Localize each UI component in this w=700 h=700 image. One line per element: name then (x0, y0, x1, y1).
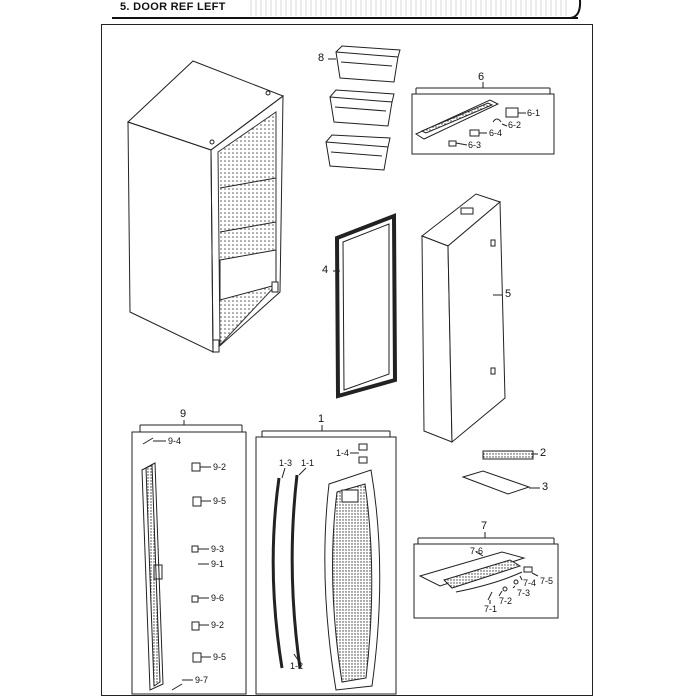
door-gasket (334, 213, 398, 399)
callout-7-1: 7-1 (484, 604, 498, 614)
callout-9-7: 9-7 (195, 675, 209, 685)
callout-6: 6 (478, 71, 485, 83)
door-panel (420, 193, 506, 444)
group-1-box (255, 425, 397, 695)
group-7-box (413, 532, 559, 619)
door-bins (325, 45, 401, 171)
callout-8: 8 (318, 52, 325, 64)
callout-9-1: 9-1 (211, 559, 225, 569)
callout-9-6: 9-6 (211, 593, 225, 603)
callout-7-4: 7-4 (523, 578, 537, 588)
callout-6-4: 6-4 (489, 128, 503, 138)
callout-1-3: 1-3 (279, 458, 293, 468)
callout-3: 3 (542, 481, 549, 493)
callout-1-2: 1-2 (290, 661, 304, 671)
callout-9: 9 (180, 408, 187, 420)
callout-7-5: 7-5 (540, 576, 554, 586)
callout-1-1: 1-1 (301, 458, 315, 468)
callout-9-2-lower: 9-2 (211, 620, 225, 630)
callout-7: 7 (481, 520, 488, 532)
callout-4: 4 (322, 264, 329, 276)
header-curl (570, 0, 582, 19)
callout-7-6: 7-6 (470, 546, 484, 556)
page-header: 5. DOOR REF LEFT (0, 0, 700, 22)
callout-7-2: 7-2 (499, 596, 513, 606)
header-rule (112, 17, 578, 19)
callout-5: 5 (505, 288, 512, 300)
diagram-frame (101, 24, 593, 696)
group-9-box (131, 420, 247, 695)
callout-7-3: 7-3 (517, 588, 531, 598)
handle-parts (461, 450, 534, 495)
callout-9-2-upper: 9-2 (213, 462, 227, 472)
callout-2: 2 (540, 447, 547, 459)
refrigerator-cabinet (127, 60, 285, 354)
leader-lines (153, 58, 540, 681)
callout-1-4: 1-4 (336, 448, 350, 458)
callout-9-4: 9-4 (168, 436, 182, 446)
callout-9-5-upper: 9-5 (213, 496, 227, 506)
callout-6-1: 6-1 (527, 108, 541, 118)
header-hatch-band (250, 0, 570, 16)
callout-1: 1 (318, 413, 325, 425)
callout-9-3: 9-3 (211, 544, 225, 554)
section-title: 5. DOOR REF LEFT (120, 1, 226, 13)
group-6-box (411, 82, 555, 155)
callout-6-2: 6-2 (508, 120, 522, 130)
callout-9-5-lower: 9-5 (213, 652, 227, 662)
callout-6-3: 6-3 (468, 140, 482, 150)
